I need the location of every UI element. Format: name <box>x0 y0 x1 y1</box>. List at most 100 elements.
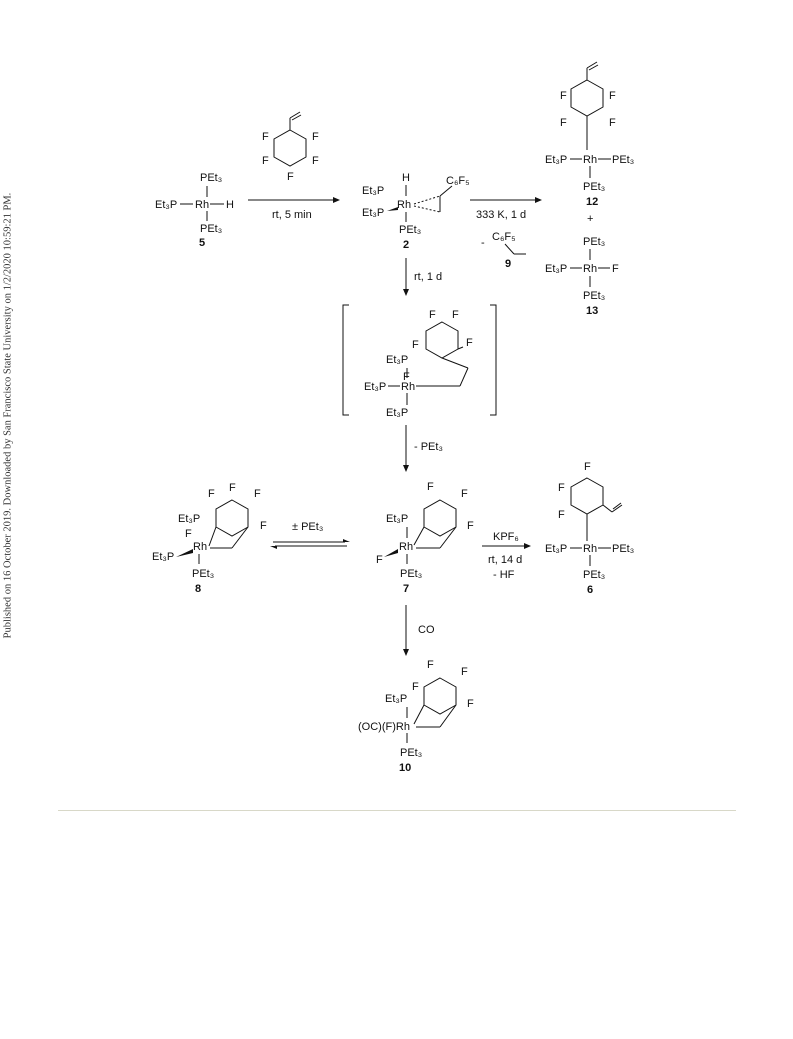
c6-rh: Rh <box>583 543 597 555</box>
c8-number: 8 <box>195 583 201 595</box>
c6-number: 6 <box>587 584 593 596</box>
int-rh: Rh <box>401 381 415 393</box>
c8-f2: F <box>229 482 236 494</box>
compound-10: F F F F Et₃P (OC)(F)Rh PEt₃ 10 <box>358 659 474 774</box>
c7-number: 7 <box>403 583 409 595</box>
c6-f3: F <box>558 509 565 521</box>
c6-pet3-right: PEt₃ <box>612 543 634 555</box>
c7-rh: Rh <box>399 541 413 553</box>
plus-sign: + <box>587 213 593 225</box>
condition-rt-14d: rt, 14 d <box>488 554 522 566</box>
c10-number: 10 <box>399 762 411 774</box>
styrene-f5: F <box>287 171 294 183</box>
int-f1: F <box>429 309 436 321</box>
c12-f2: F <box>609 90 616 102</box>
styrene-f3: F <box>262 155 269 167</box>
c8-et3p-top: Et₃P <box>178 513 200 525</box>
c12-f3: F <box>560 117 567 129</box>
c2-number: 2 <box>403 239 409 251</box>
condition-co: CO <box>418 624 435 636</box>
c13-pet3-top: PEt₃ <box>583 236 605 248</box>
int-f2: F <box>452 309 459 321</box>
styrene-f2: F <box>312 131 319 143</box>
c13-pet3-bottom: PEt₃ <box>583 290 605 302</box>
c7-fluoride: F <box>376 554 383 566</box>
condition-rt-1d: rt, 1 d <box>414 271 442 283</box>
c10-et3p-top: Et₃P <box>385 693 407 705</box>
page-divider <box>58 810 736 811</box>
c13-rh: Rh <box>583 263 597 275</box>
styrene-f1: F <box>262 131 269 143</box>
c8-pet3-bottom: PEt₃ <box>192 568 214 580</box>
compound-5: PEt₃ Et₃P Rh H PEt₃ 5 <box>155 172 234 249</box>
condition-rt-5min: rt, 5 min <box>272 209 312 221</box>
styrene-f4: F <box>312 155 319 167</box>
c2-et3p-upper: Et₃P <box>362 185 384 197</box>
int-et3p-left: Et₃P <box>364 381 386 393</box>
c12-rh: Rh <box>583 154 597 166</box>
c2-et3p-lower: Et₃P <box>362 207 384 219</box>
compound-13: PEt₃ Et₃P Rh F PEt₃ 13 <box>545 236 619 317</box>
c7-f1: F <box>427 481 434 493</box>
c13-number: 13 <box>586 305 598 317</box>
c13-fluoride: F <box>612 263 619 275</box>
arrow-7-to-6: KPF₆ rt, 14 d - HF <box>482 531 531 581</box>
compound-8: F F F F Et₃P F Et₃P Rh PEt₃ 8 <box>152 482 267 595</box>
c8-f4: F <box>260 520 267 532</box>
minus-9: - <box>481 237 485 249</box>
c8-rh: Rh <box>193 541 207 553</box>
condition-plusminus-pet3: ± PEt₃ <box>292 521 323 533</box>
c12-et3p-left: Et₃P <box>545 154 567 166</box>
arrow-7-to-10: CO <box>403 605 435 656</box>
compound-7: F F F Et₃P F Rh PEt₃ 7 <box>376 481 474 595</box>
int-f3: F <box>412 339 419 351</box>
condition-minus-hf: - HF <box>493 569 515 581</box>
c12-f1: F <box>560 90 567 102</box>
int-fluoride: F <box>403 371 410 383</box>
c7-et3p-top: Et₃P <box>386 513 408 525</box>
c5-et3p-left: Et₃P <box>155 199 177 211</box>
c6-f1: F <box>584 461 591 473</box>
c12-pet3-right: PEt₃ <box>612 154 634 166</box>
c10-f1: F <box>427 659 434 671</box>
c2-c6f5: C₆F₅ <box>446 175 470 187</box>
arrow-2-to-12-13: 333 K, 1 d - C₆F₅ 9 <box>470 197 542 270</box>
c12-f4: F <box>609 117 616 129</box>
int-et3p-top: Et₃P <box>386 354 408 366</box>
c2-rh: Rh <box>397 199 411 211</box>
c10-oc-f-rh: (OC)(F)Rh <box>358 721 410 733</box>
c7-f2: F <box>461 488 468 500</box>
c5-number: 5 <box>199 237 205 249</box>
arrow-intermediate-to-7: - PEt₃ <box>403 425 443 472</box>
c8-et3p-left: Et₃P <box>152 551 174 563</box>
int-f4: F <box>466 337 473 349</box>
intermediate-complex: F F F F Et₃P F Et₃P Rh Et₃P <box>342 304 497 419</box>
c7-pet3-bottom: PEt₃ <box>400 568 422 580</box>
c8-fluoride: F <box>185 528 192 540</box>
c12-pet3-bottom: PEt₃ <box>583 181 605 193</box>
c6-f2: F <box>558 482 565 494</box>
c8-f3: F <box>254 488 261 500</box>
reagent-pentafluorostyrene: F F F F F <box>262 111 319 183</box>
compound-12: F F F F Et₃P Rh PEt₃ PEt₃ 12 <box>545 61 634 208</box>
c9-number: 9 <box>505 258 511 270</box>
byproduct-c6f5: C₆F₅ <box>492 231 516 243</box>
c6-pet3-bottom: PEt₃ <box>583 569 605 581</box>
c2-hydride: H <box>402 172 410 184</box>
int-et3p-bottom: Et₃P <box>386 407 408 419</box>
c10-fluoride-ring: F <box>412 681 419 693</box>
c10-f3: F <box>467 698 474 710</box>
c13-et3p-left: Et₃P <box>545 263 567 275</box>
compound-6: F F F Et₃P Rh PEt₃ PEt₃ 6 <box>545 461 634 596</box>
c5-hydride: H <box>226 199 234 211</box>
c2-pet3-bottom: PEt₃ <box>399 224 421 236</box>
c10-f2: F <box>461 666 468 678</box>
arrow-5-to-2: rt, 5 min <box>248 197 340 221</box>
c6-et3p-left: Et₃P <box>545 543 567 555</box>
condition-minus-pet3: - PEt₃ <box>414 441 443 453</box>
condition-333k: 333 K, 1 d <box>476 209 526 221</box>
c5-pet3-top: PEt₃ <box>200 172 222 184</box>
c7-f3: F <box>467 520 474 532</box>
c5-pet3-bottom: PEt₃ <box>200 223 222 235</box>
